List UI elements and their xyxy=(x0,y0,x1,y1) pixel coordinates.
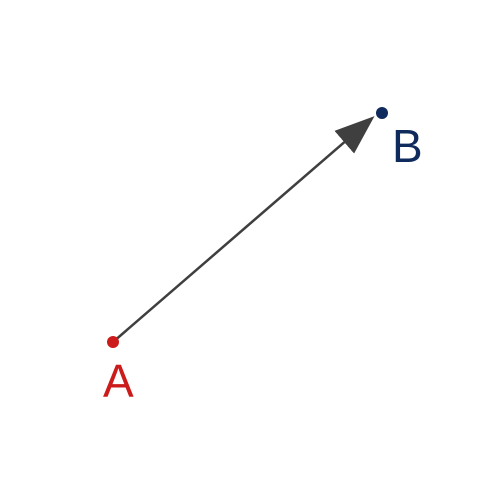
point-a-label: A xyxy=(103,355,134,407)
point-a-dot xyxy=(107,336,119,348)
point-b-dot xyxy=(376,107,388,119)
point-b-label: B xyxy=(392,120,423,172)
vector-ab-arrow xyxy=(112,116,375,343)
